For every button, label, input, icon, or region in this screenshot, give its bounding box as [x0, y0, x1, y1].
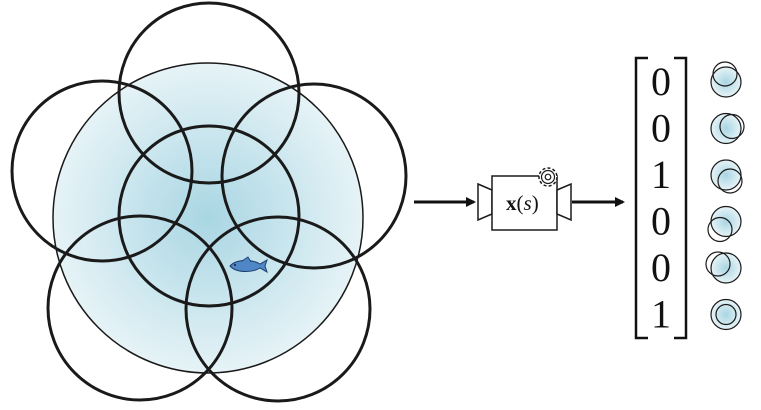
tile-circle-left — [10, 79, 194, 263]
processor-label-close: ) — [532, 191, 539, 215]
input-funnel — [477, 182, 493, 222]
vector-entry-3: 1 — [651, 152, 671, 197]
vector-entry-4: 0 — [651, 199, 671, 244]
tile-circle-bottom-right — [184, 215, 372, 403]
vector-entry-2: 0 — [651, 106, 671, 151]
output-funnel — [556, 182, 572, 222]
tile-circle-center — [117, 124, 301, 308]
tile-indicator-icon-5 — [705, 251, 742, 284]
tile-circle-right — [220, 82, 408, 270]
tile-indicator-icon-1 — [710, 61, 742, 98]
vector-entry-6: 1 — [651, 292, 671, 337]
tile-indicator-icon-3 — [710, 159, 743, 194]
left-bracket — [634, 56, 648, 340]
tile-indicator-icon-2 — [710, 112, 745, 145]
tile-circle-bottom-left — [46, 214, 234, 402]
fish-icon — [229, 256, 268, 274]
state-space-region — [52, 62, 364, 374]
tile-indicator-icon-6 — [710, 298, 742, 331]
processor-label: x(s) — [506, 191, 539, 215]
tiling-circles — [10, 1, 408, 403]
right-bracket — [674, 56, 688, 340]
vector-entry-1: 0 — [651, 59, 671, 104]
vector-entry-5: 0 — [651, 245, 671, 290]
processor-label-open: ( — [517, 191, 524, 215]
tile-circle-top — [117, 1, 301, 185]
feature-processor: x(s) — [477, 167, 572, 231]
tile-indicator-icon-4 — [707, 205, 742, 243]
tile-indicator-icons — [705, 61, 745, 331]
gear-icon — [538, 167, 558, 187]
processor-label-bold: x — [506, 191, 517, 215]
processor-label-arg: s — [524, 191, 532, 215]
